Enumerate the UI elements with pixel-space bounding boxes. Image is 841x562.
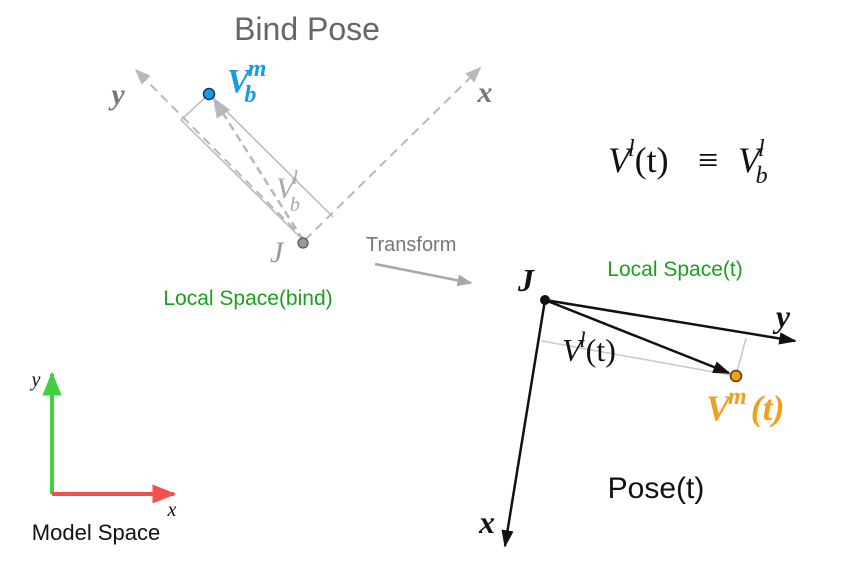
pose-joint-label: J — [517, 262, 535, 298]
pose-local-vector-label: Vl(t) — [562, 327, 616, 368]
pose-vertex-dot — [729, 369, 743, 383]
transform-label: Transform — [366, 234, 456, 256]
transform-arrow — [374, 262, 473, 287]
pose-axis-y-label: y — [772, 298, 791, 334]
bind-local-vector — [212, 97, 305, 241]
equation-equiv: ≡ — [698, 140, 718, 180]
bind-projection-x — [208, 93, 334, 218]
bind-pose-title: Bind Pose — [234, 11, 380, 47]
bind-axis-y-line — [134, 68, 306, 241]
pose-space-label: Local Space(t) — [607, 258, 742, 281]
pose-title: Pose(t) — [608, 472, 705, 505]
bind-joint-dot — [297, 237, 309, 249]
pose-projection-y — [735, 337, 747, 377]
model-axis-x-label: x — [167, 499, 177, 521]
bind-joint-label: J — [270, 236, 285, 269]
pose-axis-y-line — [544, 298, 797, 345]
pose-axis-x-line — [501, 299, 547, 548]
pose-joint-dot — [540, 295, 550, 305]
pose-axis-x-label: x — [478, 504, 495, 540]
model-axis-y-label: y — [30, 369, 41, 391]
pose-vertex-label: Vm(t) — [706, 384, 785, 428]
bind-space-label: Local Space(bind) — [163, 287, 332, 310]
equation-lhs: Vl(t) — [608, 136, 669, 180]
bind-axis-y-label: y — [108, 78, 125, 111]
bind-vertex-dot — [202, 87, 216, 101]
pose-local-vector — [544, 298, 731, 375]
bind-axis-x-label: x — [477, 76, 493, 109]
model-space-label: Model Space — [32, 520, 160, 545]
bind-axis-x-line — [304, 66, 482, 241]
pose-projection-x — [541, 340, 737, 377]
bind-projection-y — [179, 93, 304, 241]
